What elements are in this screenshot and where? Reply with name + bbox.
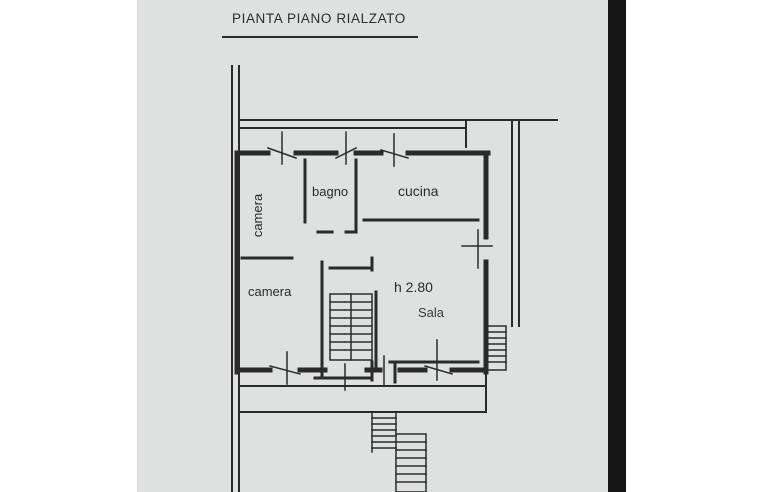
interior-stair [329, 293, 373, 361]
paper-sheet [137, 0, 608, 492]
scan-dark-edge [608, 0, 626, 492]
outer-walls [234, 150, 491, 375]
height-note: h 2.80 [394, 279, 433, 295]
room-label-cucina: cucina [398, 183, 439, 199]
room-label-bagno: bagno [312, 184, 349, 199]
right-boundary-wall [465, 119, 520, 327]
top-boundary-line [238, 119, 558, 129]
exterior-stair-right [485, 325, 507, 371]
title-underline [222, 36, 418, 38]
room-label-sala: Sala [418, 305, 445, 320]
interior-walls [240, 158, 480, 384]
exterior-stair-bottom [371, 411, 427, 492]
room-label-camera-lower: camera [248, 284, 292, 299]
window-marks [267, 131, 493, 391]
plan-title: PIANTA PIANO RIALZATO [232, 11, 406, 26]
room-label-camera-upper: camera [250, 193, 266, 238]
terrace-outline [238, 371, 487, 413]
